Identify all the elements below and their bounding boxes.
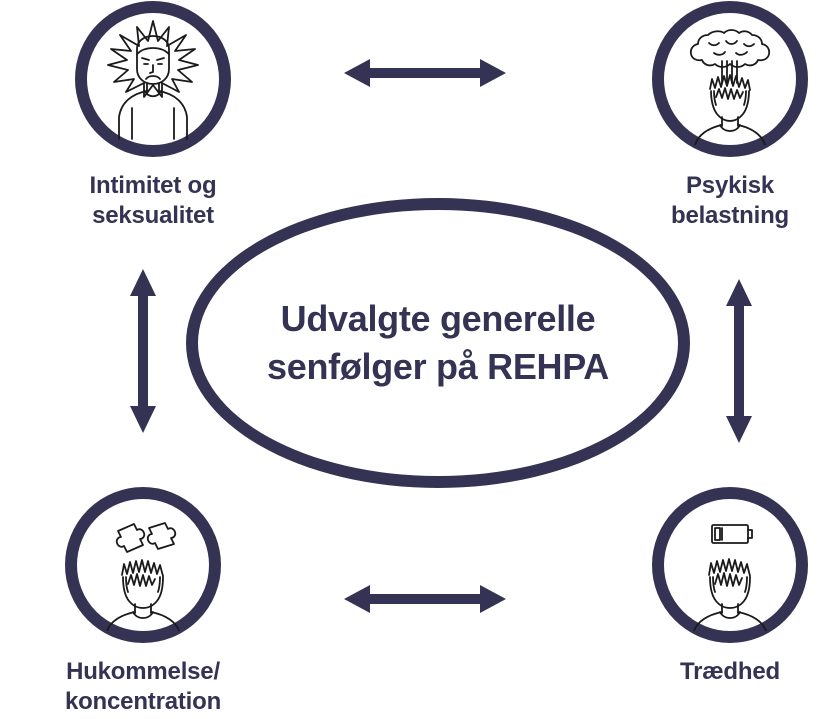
node-psykisk-belastning[interactable]: Psykisk belastning: [610, 1, 838, 231]
center-ellipse: Udvalgte generelle senfølger på REHPA: [186, 198, 690, 488]
brain-lifting-off-head-icon: [689, 29, 771, 145]
node-label-psykisk: Psykisk belastning: [670, 172, 789, 229]
node-circle-psykisk: [652, 1, 808, 157]
node-label-traethed: Trædhed: [680, 658, 780, 685]
node-traethed[interactable]: Trædhed: [610, 487, 838, 687]
node-circle-traethed: [652, 487, 808, 643]
low-battery-head-icon: [693, 524, 767, 631]
double-arrow-horizontal-bottom: [340, 581, 510, 617]
node-label-intimitet: Intimitet og seksualitet: [89, 172, 217, 229]
node-circle-intimitet: [75, 1, 231, 157]
center-ellipse-text: Udvalgte generelle senfølger på REHPA: [267, 298, 609, 387]
puzzle-pieces-head-icon: [106, 522, 180, 631]
double-arrow-vertical-right: [722, 276, 756, 446]
double-arrow-horizontal-top: [340, 55, 510, 91]
node-intimitet-og-seksualitet[interactable]: Intimitet og seksualitet: [33, 1, 273, 231]
stressed-person-icon: [107, 20, 199, 140]
node-circle-hukommelse: [65, 487, 221, 643]
node-label-hukommelse: Hukommelse/ koncentration: [64, 658, 222, 715]
double-arrow-vertical-left: [126, 266, 160, 436]
node-hukommelse-koncentration[interactable]: Hukommelse/ koncentration: [23, 487, 263, 717]
